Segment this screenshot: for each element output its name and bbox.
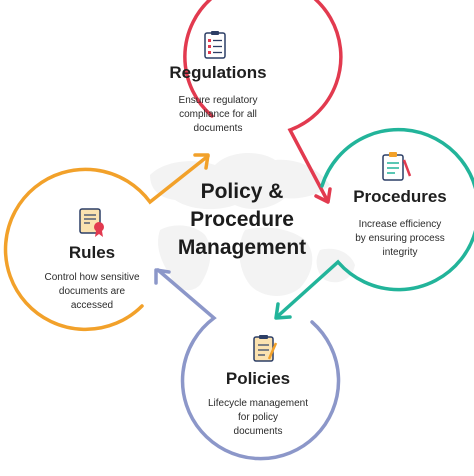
policies-title: Policies xyxy=(225,369,291,388)
policies-loop xyxy=(156,268,341,461)
document-pencil-icon xyxy=(253,335,278,362)
description-line: Lifecycle management xyxy=(207,398,309,409)
description-line: documents xyxy=(193,123,243,134)
description-line: for policy xyxy=(237,412,278,423)
center-title: Policy & Procedure Management xyxy=(152,178,332,262)
description-line: documents xyxy=(233,426,283,437)
description-line: Control how sensitive xyxy=(44,272,140,283)
rules-loop xyxy=(3,154,210,332)
clipboard-icon xyxy=(382,152,412,181)
description-line: compliance for all xyxy=(179,109,257,120)
regulations-title: Regulations xyxy=(169,63,267,82)
center-title-line: Procedure xyxy=(190,208,294,231)
procedures-title: Procedures xyxy=(353,187,447,206)
rules-description: Control how sensitive documents are acce… xyxy=(22,271,162,313)
regulations-loop xyxy=(183,0,343,200)
procedures-description: Increase efficiency by ensuring process … xyxy=(330,218,470,260)
procedures-loop xyxy=(276,127,474,318)
description-line: integrity xyxy=(382,247,418,258)
description-line: Increase efficiency xyxy=(358,219,442,230)
policies-description: Lifecycle management for policy document… xyxy=(188,397,328,439)
description-line: Ensure regulatory xyxy=(178,95,258,106)
center-title-line: Management xyxy=(177,236,307,259)
description-line: accessed xyxy=(70,300,114,311)
policies-arrowhead xyxy=(154,268,171,285)
rules-title: Rules xyxy=(68,243,116,262)
regulations-description: Ensure regulatory compliance for all doc… xyxy=(148,94,288,136)
certificate-icon xyxy=(79,208,104,237)
checklist-icon xyxy=(204,31,226,59)
description-line: by ensuring process xyxy=(355,233,445,244)
center-title-line: Policy & xyxy=(200,180,284,203)
rules-arrowhead xyxy=(193,153,210,170)
description-line: documents are xyxy=(58,286,126,297)
regulations-arrowhead xyxy=(314,187,332,204)
procedures-arrowhead xyxy=(274,302,292,320)
